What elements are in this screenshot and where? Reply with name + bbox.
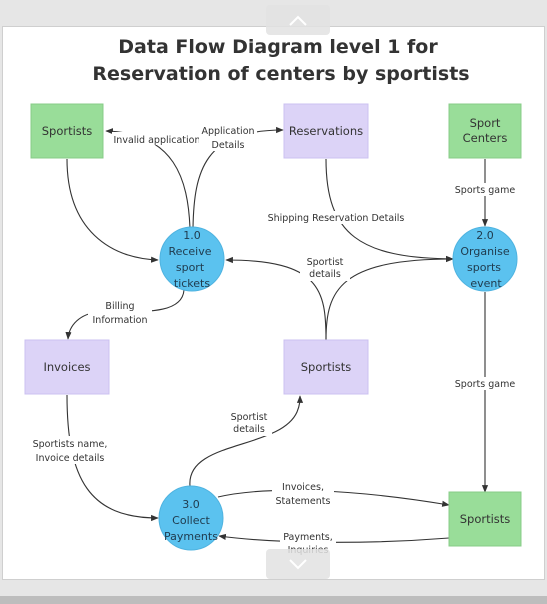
- store-sportists-mid-label: Sportists: [301, 360, 352, 374]
- process-3-number: 3.0: [182, 498, 200, 511]
- edge-invoices-to-p3: [66, 394, 159, 522]
- store-sportists-mid[interactable]: [283, 339, 369, 395]
- process-3-line-3: Payments: [164, 530, 218, 543]
- chevron-up-icon: [289, 15, 307, 26]
- horizontal-scrollbar[interactable]: [0, 596, 547, 604]
- flow-label-sportist-details-low-2: details: [233, 424, 265, 435]
- flow-label-application-details-2: Details: [212, 140, 245, 151]
- flow-label-application-details-1: Application: [201, 126, 254, 137]
- edge-reservations-to-p2: [325, 158, 454, 263]
- process-receive-sport-tickets[interactable]: [159, 226, 225, 292]
- entity-sport-centers-label-1: Sport: [470, 116, 501, 130]
- flow-label-sports-game-right: Sports game: [455, 379, 516, 390]
- flow-label-sportist-details-mid-1: Sportist: [307, 257, 344, 268]
- flow-label-invoices-statements-2: Statements: [276, 496, 331, 507]
- flow-label-invalid-application: Invalid application: [114, 135, 201, 146]
- flow-label-payments-inquiries-1: Payments,: [283, 532, 333, 543]
- process-2-line-4: event: [470, 277, 502, 290]
- store-invoices[interactable]: [24, 339, 110, 395]
- flow-label-sportists-name-1: Sportists name,: [33, 439, 108, 450]
- flow-label-sportists-name-2: Invoice details: [36, 453, 105, 464]
- flow-label-sports-game-top: Sports game: [455, 185, 516, 196]
- edge-p3-to-sportists-mid: [189, 395, 304, 487]
- process-2-line-2: Organise: [460, 245, 509, 258]
- entity-sportists-top-label: Sportists: [42, 124, 93, 138]
- process-collect-payments[interactable]: [158, 485, 224, 551]
- process-3-line-2: Collect: [172, 514, 210, 527]
- store-reservations-label: Reservations: [289, 124, 363, 138]
- flow-label-sportist-details-low-1: Sportist: [231, 412, 268, 423]
- process-2-line-3: sports: [467, 261, 501, 274]
- edge-sportists-top-to-p1: [66, 158, 159, 263]
- diagram-title-line-1: Data Flow Diagram level 1 for: [118, 36, 438, 58]
- process-organise-sports-event[interactable]: [452, 226, 518, 292]
- flow-label-billing-information-2: Information: [93, 315, 148, 326]
- entity-sportists-bottom-label: Sportists: [460, 512, 511, 526]
- flow-label-invoices-statements-1: Invoices,: [282, 482, 324, 493]
- edge-p1-to-reservations: [192, 126, 284, 229]
- store-reservations[interactable]: [283, 103, 369, 159]
- flow-label-sportist-details-mid-2: details: [309, 269, 341, 280]
- process-1-line-2: Receive: [168, 245, 211, 258]
- chevron-down-icon: [289, 559, 307, 570]
- entity-sport-centers-label-2: Centers: [463, 131, 508, 145]
- entity-sportists-bottom[interactable]: [448, 491, 522, 547]
- scroll-up-button[interactable]: [266, 5, 330, 35]
- process-1-line-4: tickets: [174, 277, 210, 290]
- store-invoices-label: Invoices: [43, 360, 90, 374]
- process-2-number: 2.0: [476, 229, 494, 242]
- entity-sportists-top[interactable]: [30, 103, 104, 159]
- flow-label-shipping-reservation-details: Shipping Reservation Details: [268, 213, 405, 224]
- flow-label-billing-information-1: Billing: [105, 301, 134, 312]
- diagram-title-line-2: Reservation of centers by sportists: [92, 63, 469, 85]
- edge-sportists-mid-to-p1: [225, 256, 327, 341]
- scroll-down-button[interactable]: [266, 549, 330, 579]
- entity-sport-centers[interactable]: [448, 103, 522, 159]
- process-1-number: 1.0: [183, 229, 201, 242]
- process-1-line-3: sport: [176, 261, 205, 274]
